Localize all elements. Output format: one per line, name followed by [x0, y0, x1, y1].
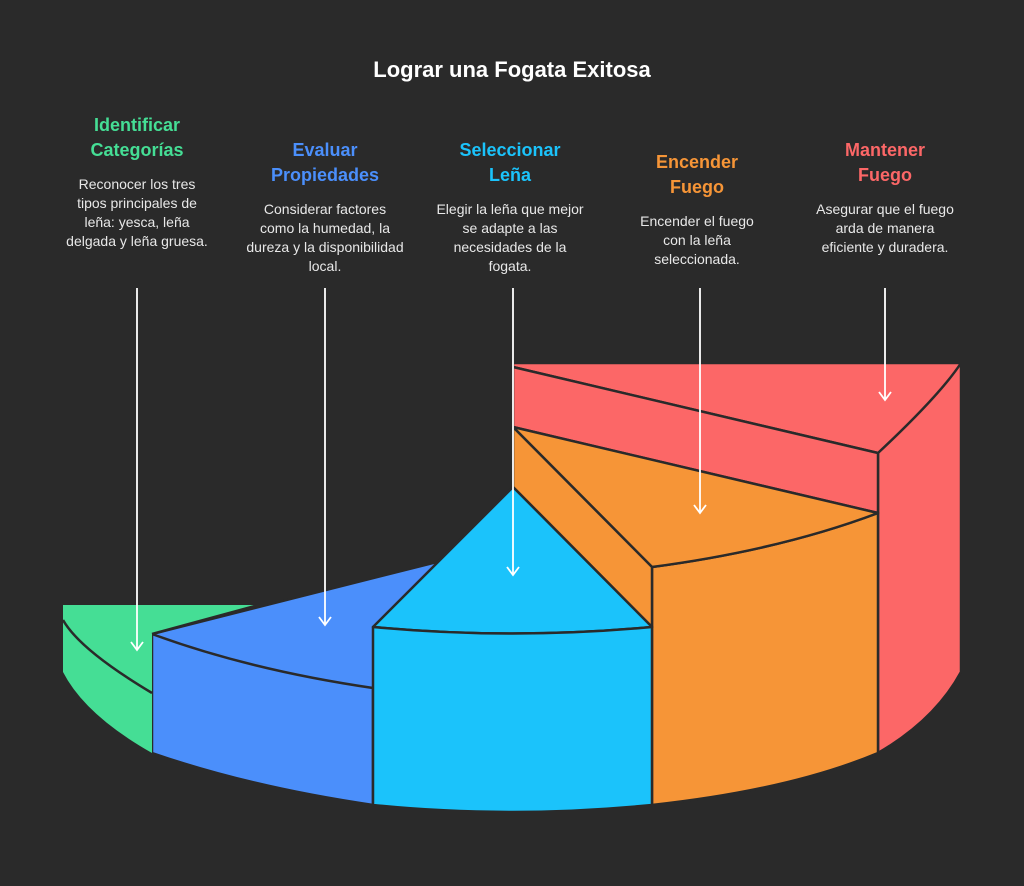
- step-description: Elegir la leña que mejor se adapte a las…: [436, 201, 584, 274]
- step-title: Encender Fuego: [655, 152, 739, 197]
- step-encender: Encender Fuego Encender el fuego con la …: [627, 150, 767, 269]
- arrow-step-1: [130, 288, 144, 652]
- segment-green-front: [63, 620, 152, 753]
- step-identificar: Identificar Categorías Reconocer los tre…: [62, 113, 212, 251]
- arrow-step-3: [506, 288, 520, 577]
- segment-green-top: [63, 605, 255, 693]
- arrow-step-4: [693, 288, 707, 515]
- segment-red-top: [511, 361, 963, 455]
- step-description: Asegurar que el fuego arda de manera efi…: [816, 201, 954, 255]
- step-evaluar: Evaluar Propiedades Considerar factores …: [245, 138, 405, 276]
- diagram-title: Lograr una Fogata Exitosa: [373, 57, 651, 82]
- step-description: Encender el fuego con la leña selecciona…: [640, 213, 754, 267]
- step-title: Evaluar Propiedades: [270, 140, 380, 185]
- segment-orange-top: [511, 425, 880, 569]
- arrow-step-5: [878, 288, 892, 402]
- arrow-step-2: [318, 288, 332, 627]
- step-title: Identificar Categorías: [90, 115, 184, 160]
- step-description: Considerar factores como la humedad, la …: [246, 201, 404, 274]
- step-mantener: Mantener Fuego Asegurar que el fuego ard…: [815, 138, 955, 257]
- step-title: Seleccionar Leña: [459, 140, 561, 185]
- step-title: Mantener Fuego: [844, 140, 925, 185]
- step-description: Reconocer los tres tipos principales de …: [66, 176, 208, 249]
- segment-cyan-front: [371, 625, 654, 814]
- step-seleccionar: Seleccionar Leña Elegir la leña que mejo…: [435, 138, 585, 276]
